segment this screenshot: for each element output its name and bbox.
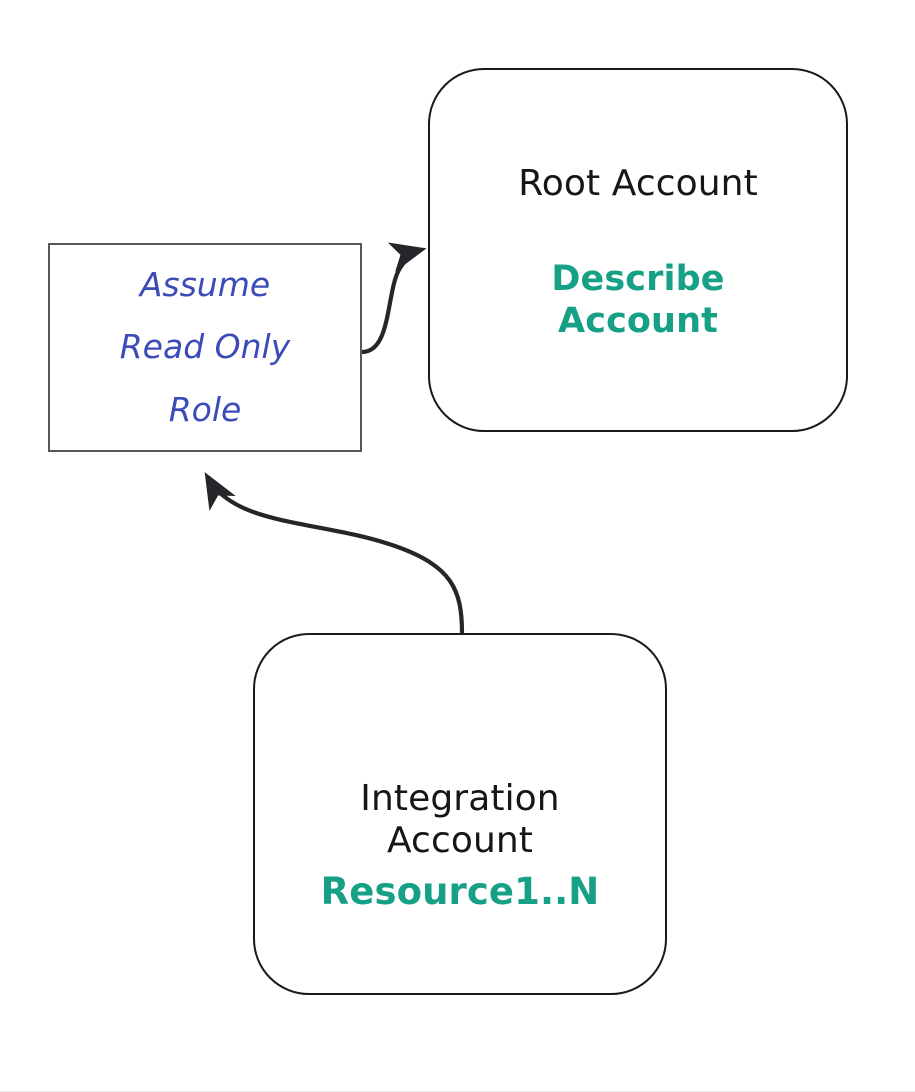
root-account-action: Describe Account xyxy=(551,258,724,343)
integration-account-title: Integration Account xyxy=(360,778,559,863)
assume-role-line-2: Read Only xyxy=(119,327,291,367)
root-account-title: Root Account xyxy=(518,163,758,205)
node-assume-read-only-role[interactable]: Assume Read Only Role xyxy=(48,243,362,452)
edge-assume-role-to-root-account xyxy=(359,242,427,355)
integration-account-title-line1: Integration xyxy=(360,777,560,819)
node-integration-account[interactable]: Integration Account Resource1..N xyxy=(253,633,667,995)
assume-role-label: Assume Read Only Role xyxy=(50,254,360,440)
root-account-action-line1: Describe xyxy=(551,258,725,299)
root-account-action-line2: Account xyxy=(558,301,718,342)
edge-integration-account-to-assume-role xyxy=(204,472,465,636)
node-root-account[interactable]: Root Account Describe Account xyxy=(428,68,848,432)
assume-role-line-3: Role xyxy=(168,389,242,429)
integration-account-resource: Resource1..N xyxy=(320,869,600,913)
assume-role-line-1: Assume xyxy=(139,265,271,305)
integration-account-title-line2: Account xyxy=(386,820,534,862)
